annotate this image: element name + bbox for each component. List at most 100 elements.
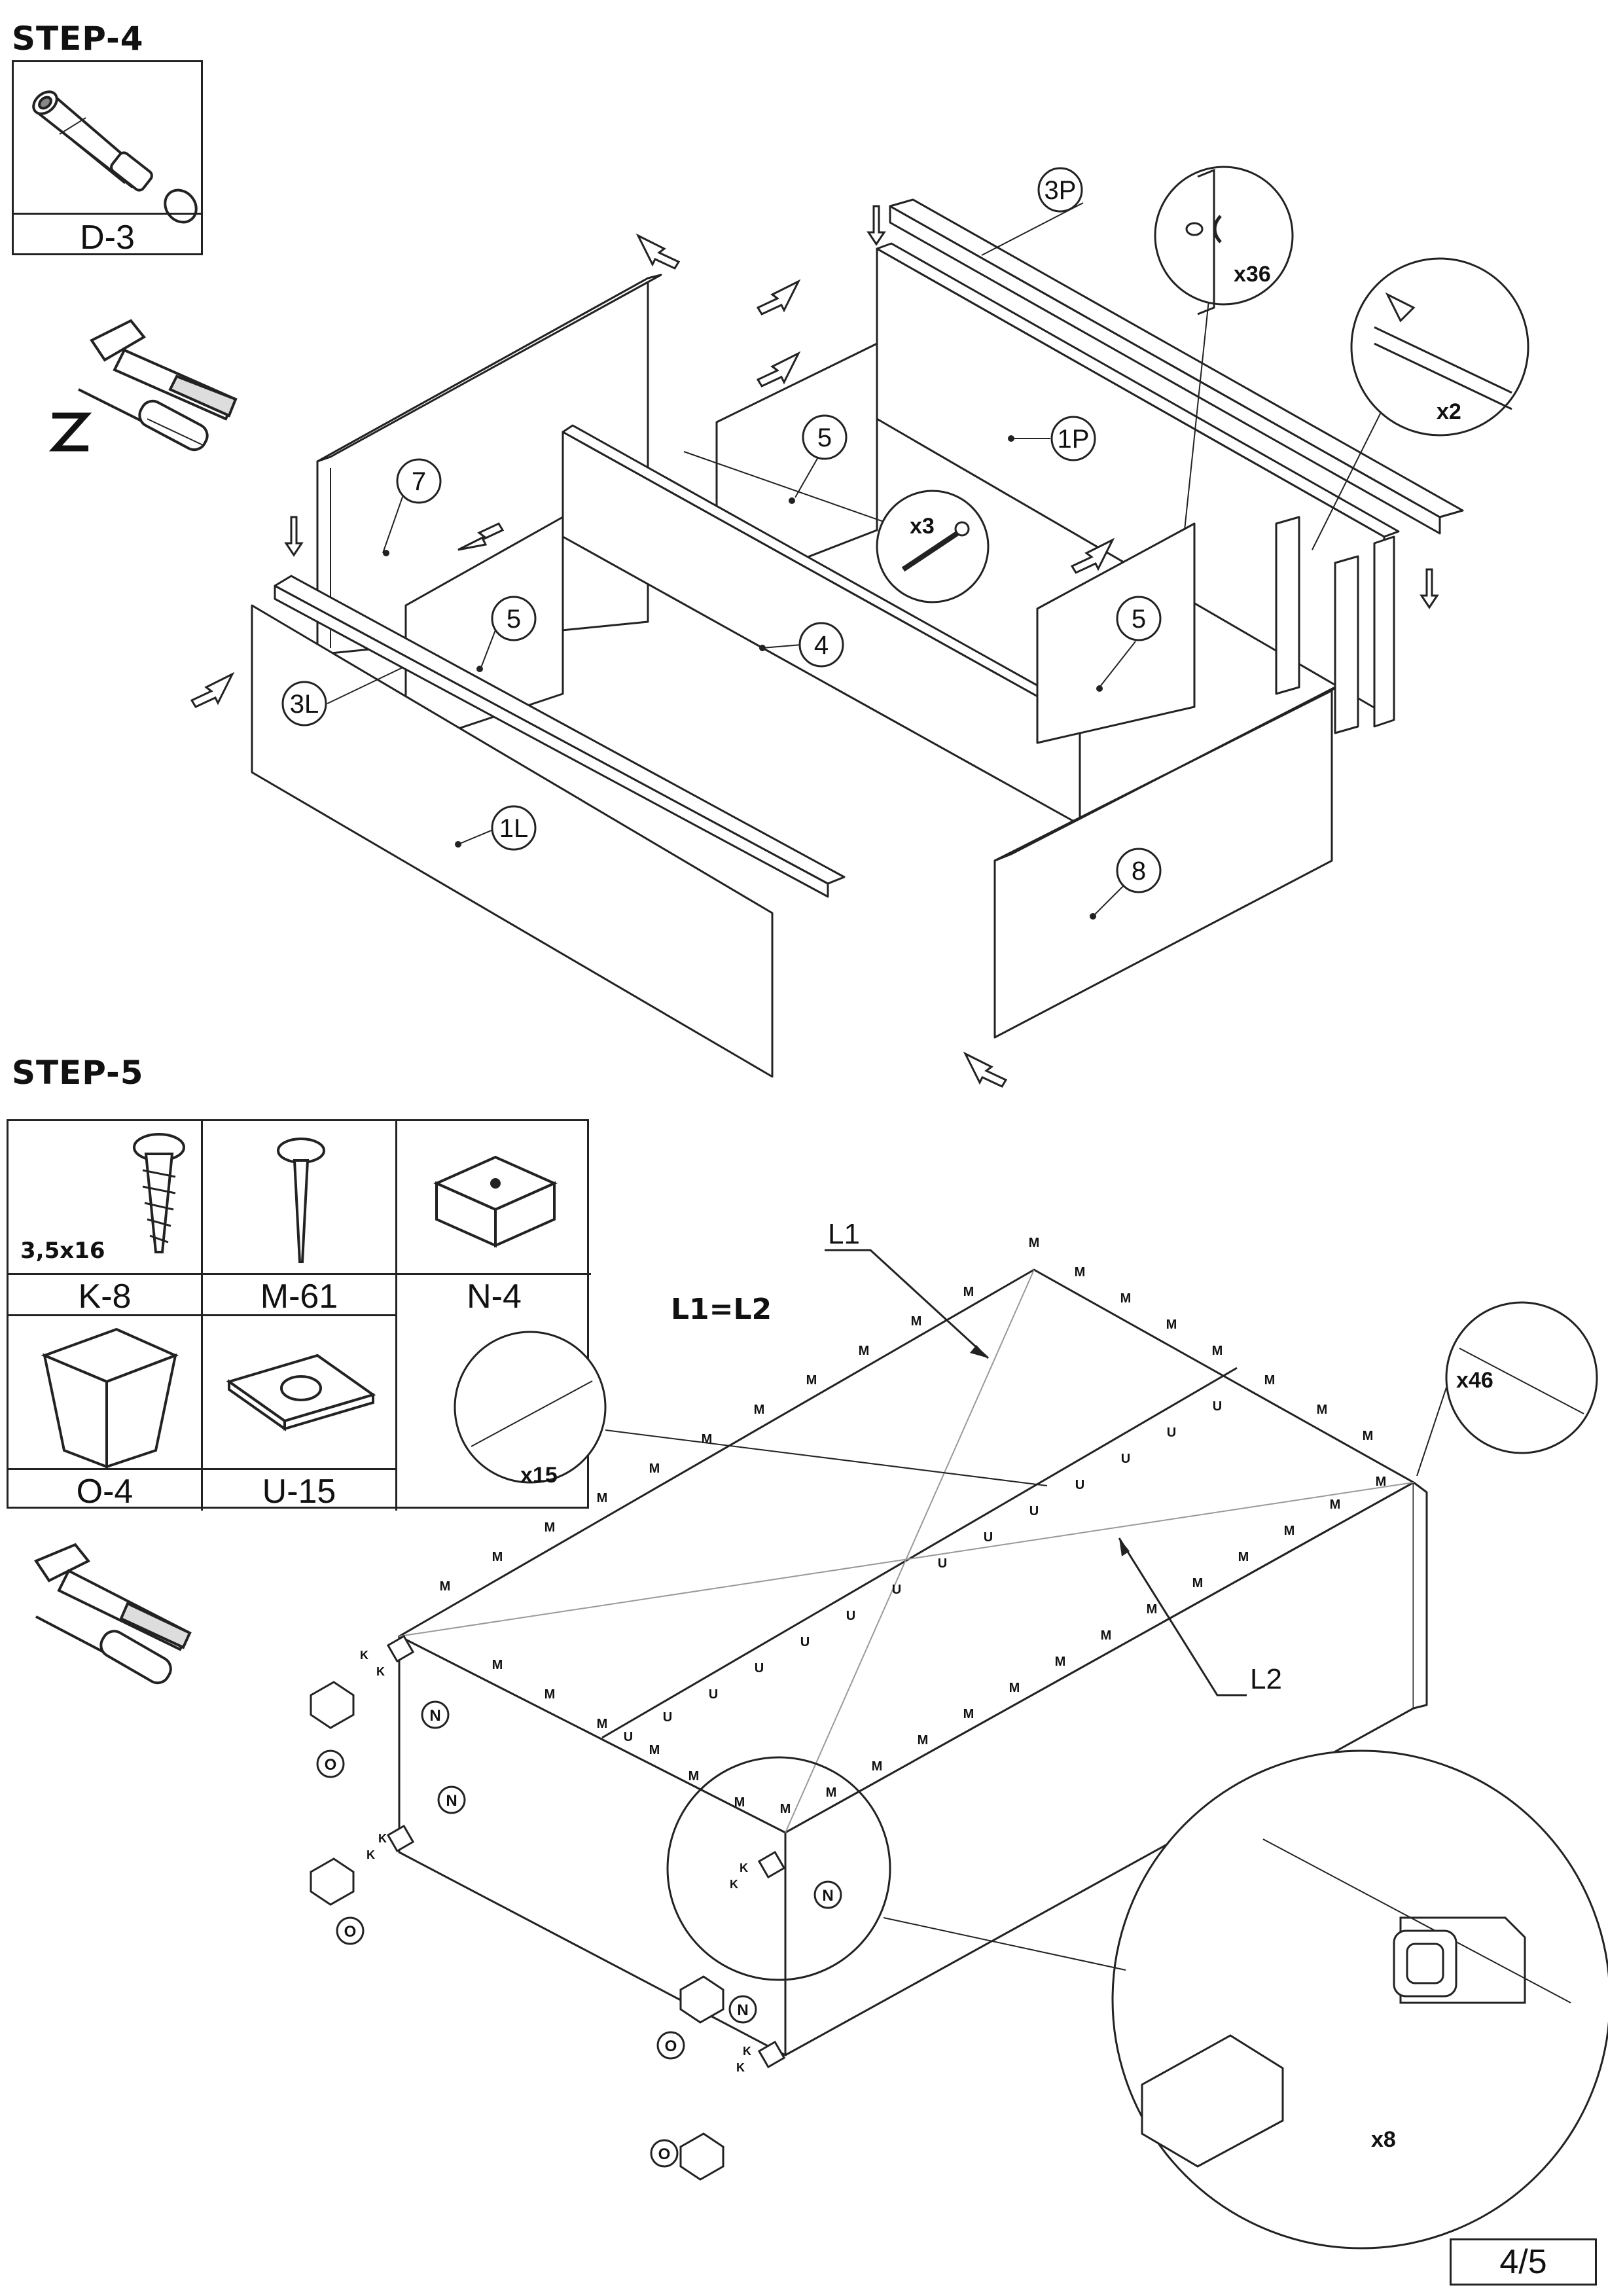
svg-text:K: K [730,1878,738,1891]
label-l1: L1 [828,1218,860,1250]
svg-text:M: M [734,1795,745,1810]
svg-text:M: M [1264,1373,1276,1388]
svg-text:M: M [1147,1602,1158,1617]
svg-text:M: M [872,1759,883,1774]
callout-x2: x2 [1437,399,1461,424]
page-number: 4/5 [1450,2238,1597,2286]
svg-text:U: U [1075,1478,1084,1492]
svg-text:M: M [545,1520,556,1535]
svg-text:O: O [665,2037,677,2055]
svg-text:M: M [1376,1475,1387,1489]
svg-text:N: N [446,1792,457,1810]
svg-text:M: M [1284,1524,1295,1538]
svg-text:N: N [737,2001,748,2019]
svg-text:O: O [344,1923,357,1941]
step4-hardware-box: D-3 [12,60,203,257]
svg-text:U: U [1167,1426,1176,1440]
screwdriver-icon [78,388,209,452]
panel-label: 1L [499,814,529,843]
panel-label: 3L [290,690,319,719]
svg-text:M: M [826,1785,837,1800]
diagonal-l2 [399,1482,1414,1637]
step-marker-icon [48,412,92,452]
svg-text:M: M [963,1285,974,1299]
screw-icon [133,1133,185,1253]
detail-corner [666,1756,891,1981]
svg-text:M: M [440,1579,451,1594]
svg-text:M: M [1120,1291,1132,1306]
hardware-code-u15: U-15 [262,1473,336,1511]
hardware-code-k8: K-8 [78,1278,132,1316]
svg-text:M: M [911,1314,922,1329]
svg-text:M: M [492,1658,503,1672]
svg-text:M: M [597,1717,608,1731]
svg-text:M: M [1330,1498,1341,1512]
svg-text:M: M [1055,1655,1066,1669]
panel-5-right [1036,522,1196,744]
panel-label: 3P [1045,176,1077,205]
svg-text:M: M [1212,1344,1223,1358]
svg-text:U: U [800,1635,810,1649]
svg-text:M: M [806,1373,817,1388]
svg-text:M: M [1238,1550,1249,1564]
label-l2: L2 [1250,1663,1282,1695]
panel-label: 8 [1132,857,1146,886]
svg-text:M: M [1009,1681,1020,1695]
svg-text:M: M [597,1491,608,1505]
svg-text:K: K [736,2061,745,2074]
svg-text:K: K [360,1649,368,1662]
panel-label: 1P [1058,425,1090,454]
svg-text:M: M [1101,1628,1112,1643]
svg-text:U: U [755,1661,764,1676]
mounting-plate-icon [226,1354,376,1431]
svg-text:U: U [1121,1452,1130,1466]
dowel-icon [32,90,198,224]
svg-text:M: M [918,1733,929,1748]
svg-text:K: K [743,2045,751,2058]
svg-text:M: M [859,1344,870,1358]
svg-text:M: M [1029,1236,1040,1250]
svg-text:O: O [325,1756,337,1774]
svg-text:O: O [658,2145,671,2163]
leg-icon [41,1327,179,1469]
detail-plate [454,1331,607,1484]
callout-x46: x46 [1456,1368,1493,1393]
svg-text:U: U [624,1730,633,1744]
hardware-code-m61: M-61 [260,1278,338,1316]
svg-text:M: M [545,1687,556,1702]
svg-text:N: N [429,1707,440,1725]
svg-text:U: U [938,1556,947,1571]
panel-label: 5 [1132,605,1146,634]
detail-leg [1111,1749,1608,2250]
screwdriver-icon-step5 [35,1615,172,1685]
callout-x3: x3 [910,514,935,539]
panel-label: 4 [814,631,829,660]
diagonal-l1 [785,1269,1035,1833]
step5-title: STEP-5 [12,1054,144,1092]
svg-text:U: U [892,1583,901,1597]
svg-text:N: N [822,1887,833,1905]
screw-spec: 3,5x16 [20,1238,105,1264]
svg-text:M: M [702,1432,713,1446]
svg-text:M: M [649,1743,660,1757]
nail-icon [277,1138,325,1263]
svg-text:K: K [740,1861,748,1874]
svg-text:M: M [688,1769,700,1784]
panel-label: 5 [507,605,521,634]
svg-text:M: M [1317,1403,1328,1417]
svg-text:M: M [1363,1429,1374,1443]
svg-text:U: U [1029,1504,1039,1518]
svg-text:M: M [492,1550,503,1564]
svg-text:M: M [780,1802,791,1816]
hammer-icon-step5 [33,1543,192,1651]
panel-label: 5 [817,423,832,452]
svg-text:U: U [846,1609,855,1623]
hardware-code-n4: N-4 [467,1278,522,1316]
diagonal-equation: L1=L2 [671,1293,772,1326]
carcass-side-face [398,1635,787,2056]
svg-text:U: U [709,1687,718,1702]
svg-text:M: M [963,1707,974,1721]
panel-label: 7 [412,467,426,496]
step4-title: STEP-4 [12,20,144,58]
